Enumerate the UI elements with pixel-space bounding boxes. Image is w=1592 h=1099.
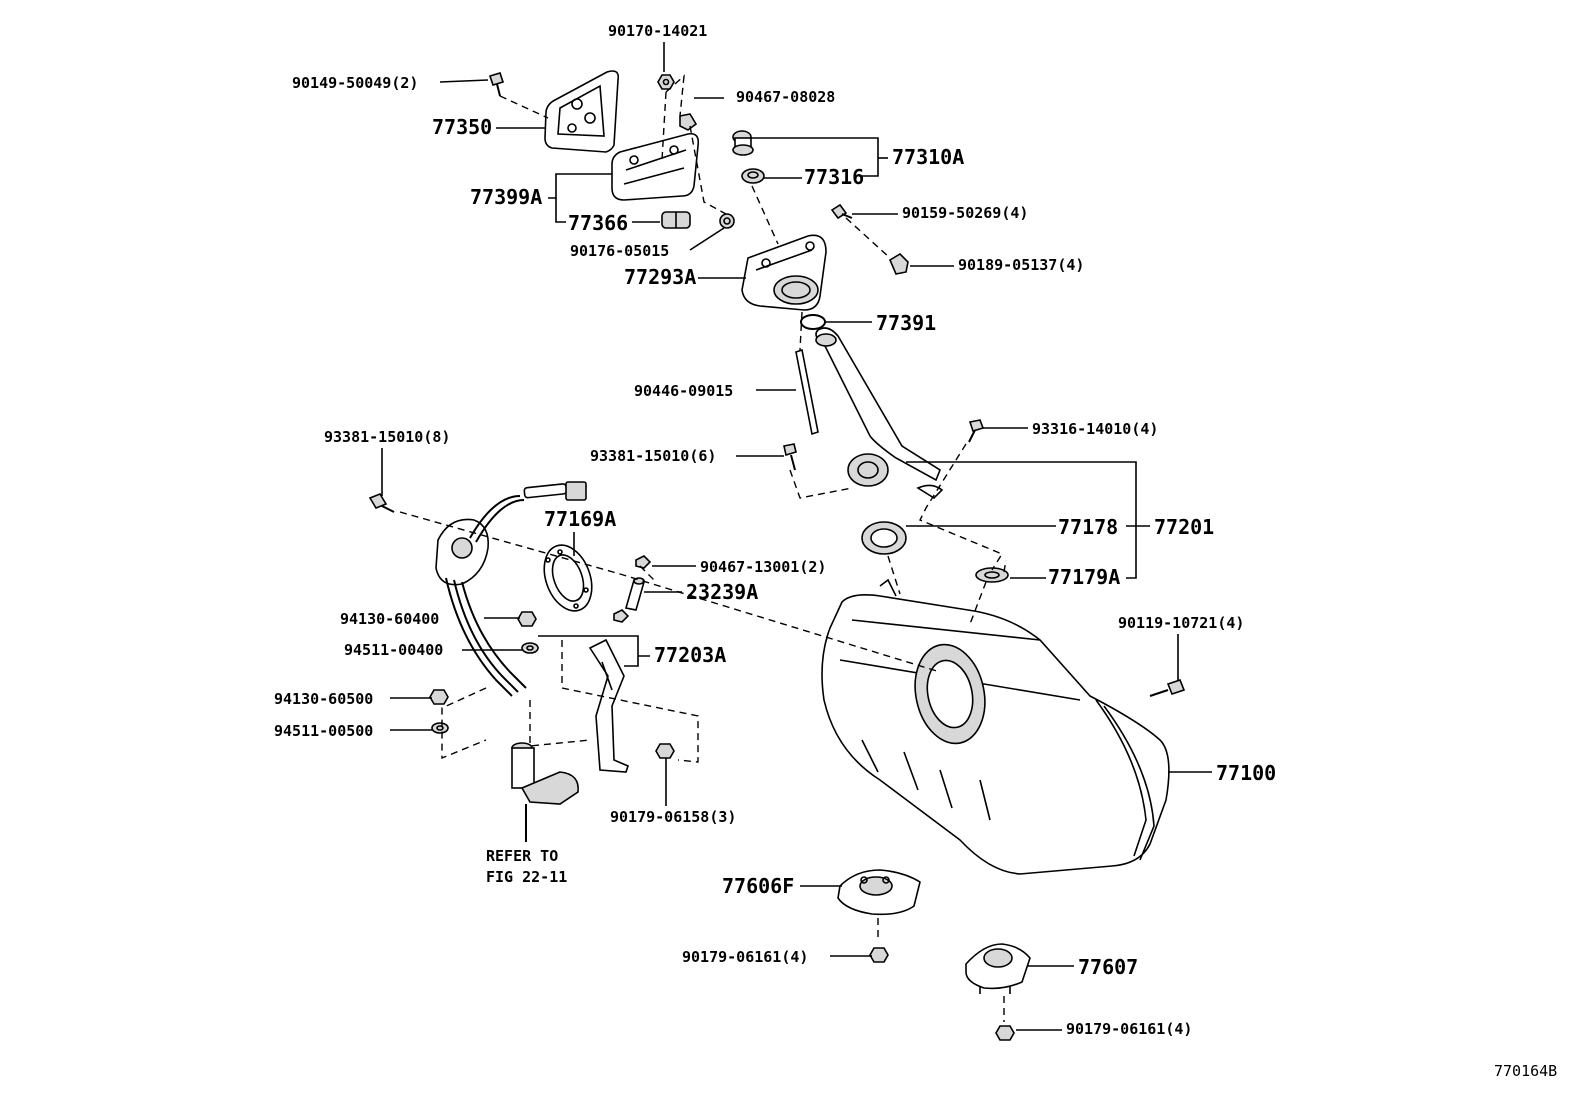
label-77399A: 77399A	[470, 185, 542, 209]
label-90159-50269: 90159-50269(4)	[902, 204, 1028, 222]
label-77366: 77366	[568, 211, 628, 235]
label-77100: 77100	[1216, 761, 1276, 785]
gasket-77178	[861, 521, 907, 555]
label-77391: 77391	[876, 311, 936, 335]
label-77203A: 77203A	[654, 643, 726, 667]
fuel-tank-77100	[821, 578, 1170, 875]
label-94130-60500: 94130-60500	[274, 690, 373, 708]
hinge-77399A	[611, 132, 700, 201]
sender-gauge-77203A	[588, 638, 629, 773]
label-90119-10721: 90119-10721(4)	[1118, 614, 1244, 632]
label-90170-14021: 90170-14021	[608, 22, 707, 40]
label-93381-15010-6: 93381-15010(6)	[590, 447, 716, 465]
washer-94511-00400	[521, 642, 539, 654]
label-77316: 77316	[804, 165, 864, 189]
leader-lines	[381, 42, 1212, 1031]
fuel-pump-plate	[435, 481, 587, 697]
bolt-90119-10721	[1149, 679, 1186, 697]
nut-90179-06161-a	[869, 947, 889, 963]
label-90467-13001: 90467-13001(2)	[700, 558, 826, 576]
screw-90149-50049	[488, 72, 505, 97]
label-90179-06161-b: 90179-06161(4)	[1066, 1020, 1192, 1038]
label-94130-60400: 94130-60400	[340, 610, 439, 628]
label-93316-14010: 93316-14010(4)	[1032, 420, 1158, 438]
label-77606F: 77606F	[722, 874, 794, 898]
label-93381-15010-8: 93381-15010(8)	[324, 428, 450, 446]
alignment-lines	[399, 74, 1007, 1022]
gasket-77179A	[975, 567, 1009, 583]
washer-94511-00500	[431, 722, 449, 734]
label-94511-00400: 94511-00400	[344, 641, 443, 659]
label-23239A: 23239A	[686, 580, 758, 604]
label-77350: 77350	[432, 115, 492, 139]
o-ring-77391	[800, 314, 826, 330]
label-90189-05137: 90189-05137(4)	[958, 256, 1084, 274]
screw-93381-15010-8	[368, 493, 395, 513]
label-77178: 77178	[1058, 515, 1118, 539]
label-90176-05015: 90176-05015	[570, 242, 669, 260]
label-90446-09015: 90446-09015	[634, 382, 733, 400]
gasket-77316	[741, 168, 765, 184]
fuel-pump-body	[511, 742, 579, 842]
label-77607: 77607	[1078, 955, 1138, 979]
refer-note-line1: REFER TO	[486, 847, 558, 865]
nut-90170-14021	[657, 74, 675, 90]
label-90149-50049: 90149-50049(2)	[292, 74, 418, 92]
cushion-77366	[661, 211, 691, 229]
nut-90179-06161-b	[995, 1025, 1015, 1041]
clip-90189-05137	[888, 252, 909, 275]
gasket-77169A	[543, 544, 593, 612]
nut-90179-06158	[655, 743, 675, 759]
hose-90446-09015	[795, 348, 819, 436]
cap-77310A	[732, 130, 754, 156]
fuel-lid-77350	[544, 70, 620, 153]
nut-90176-05015	[719, 213, 735, 229]
protector-77606F	[837, 869, 921, 916]
label-77169A: 77169A	[544, 507, 616, 531]
protector-77607	[965, 943, 1031, 994]
label-77201: 77201	[1154, 515, 1214, 539]
filler-pipe-77201	[815, 327, 944, 500]
screw-93381-15010-6	[783, 443, 797, 471]
clip-90467-08028	[679, 113, 698, 131]
label-90179-06161-a: 90179-06161(4)	[682, 948, 808, 966]
refer-note-line2: FIG 22-11	[486, 868, 567, 886]
clip-90467-13001	[635, 555, 652, 569]
screw-90159-50269	[830, 203, 853, 220]
hose-23239A	[624, 577, 646, 611]
part-labels: 90170-14021 90149-50049(2) 90467-08028 7…	[274, 22, 1557, 1080]
label-94511-00500: 94511-00500	[274, 722, 373, 740]
filler-housing-77293A	[741, 234, 827, 311]
label-77179A: 77179A	[1048, 565, 1120, 589]
label-77293A: 77293A	[624, 265, 696, 289]
nut-94130-60500	[429, 689, 449, 705]
nut-94130-60400	[517, 611, 537, 627]
label-77310A: 77310A	[892, 145, 964, 169]
label-90467-08028: 90467-08028	[736, 88, 835, 106]
small-clip	[613, 609, 630, 623]
label-90179-06158: 90179-06158(3)	[610, 808, 736, 826]
screw-93316-14010	[968, 419, 985, 443]
figure-code: 770164B	[1494, 1062, 1557, 1080]
